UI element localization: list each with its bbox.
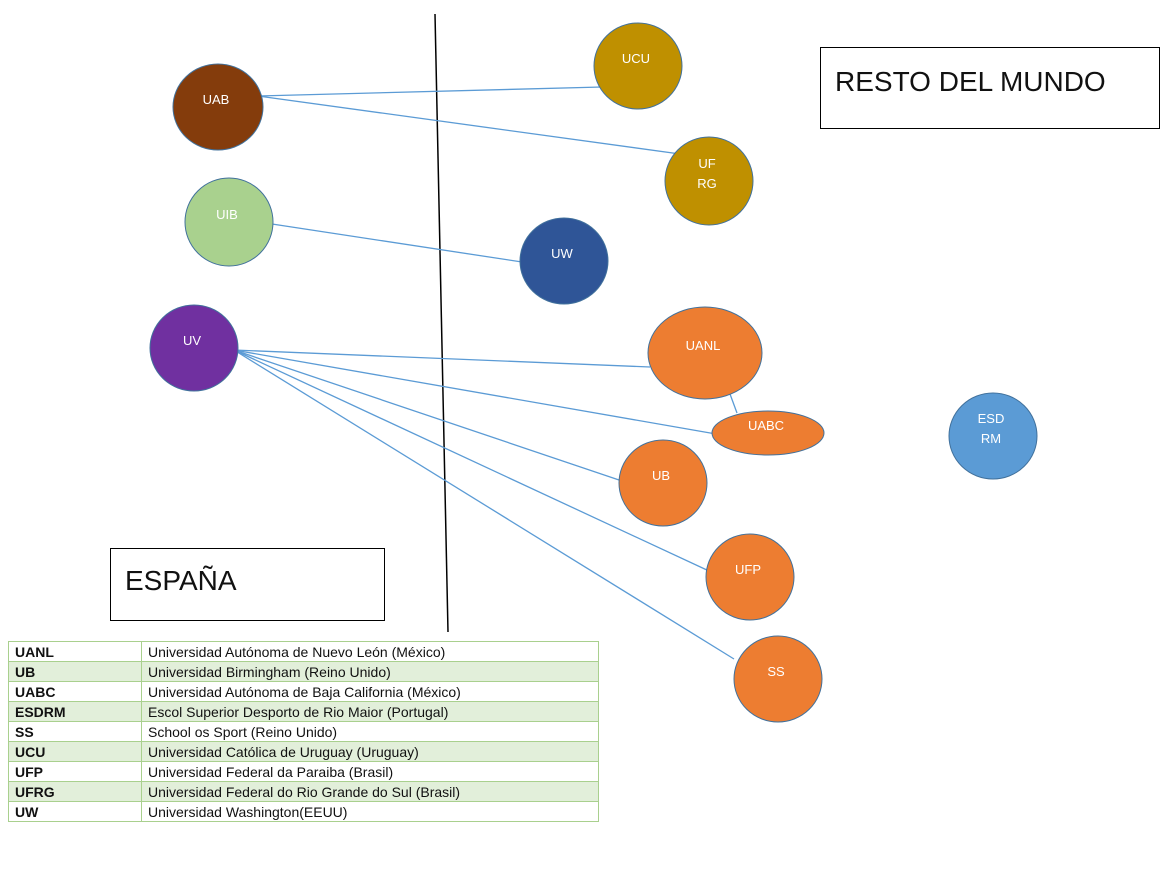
node-uv-label: UV — [183, 333, 201, 348]
node-ub: UB — [618, 439, 708, 527]
node-ub-label: UB — [652, 468, 670, 483]
node-ucu-shape — [593, 22, 683, 110]
node-uanl-shape — [647, 306, 763, 400]
node-uib-shape — [184, 177, 274, 267]
node-esdrm-label: RM — [981, 431, 1001, 446]
legend-abbr: UANL — [8, 641, 142, 662]
node-uv: UV — [149, 304, 239, 392]
node-uw: UW — [519, 217, 609, 305]
node-ss: SS — [733, 635, 823, 723]
node-ufp: UFP — [705, 533, 795, 621]
node-uib-label: UIB — [216, 207, 238, 222]
legend-abbr: ESDRM — [8, 701, 142, 722]
node-ufrg: UF RG — [664, 136, 754, 226]
node-uabc-shape — [711, 410, 825, 456]
node-uv-shape — [149, 304, 239, 392]
node-uw-label: UW — [551, 246, 573, 261]
node-ub-shape — [618, 439, 708, 527]
legend-abbr: SS — [8, 721, 142, 742]
node-ufrg-label: RG — [697, 176, 717, 191]
edge-uib-uw — [271, 223, 523, 263]
node-esdrm-shape — [948, 392, 1038, 480]
legend-abbr: UCU — [8, 741, 142, 762]
node-uib: UIB — [184, 177, 274, 267]
node-uab-shape — [172, 63, 264, 151]
legend-name: Escol Superior Desporto de Rio Maior (Po… — [141, 701, 599, 722]
legend-name: School os Sport (Reino Unido) — [141, 721, 599, 742]
legend-abbr: UB — [8, 661, 142, 682]
node-esdrm-label: ESD — [978, 411, 1005, 426]
region-label-resto-del-mundo: RESTO DEL MUNDO — [820, 47, 1160, 129]
node-ufrg-shape — [664, 136, 754, 226]
edge-uv-uanl — [233, 349, 651, 368]
nodes-layer: UAB UIB UV UCU UF RG UW UANL UABC UB UFP SS ESD RM — [149, 22, 1038, 723]
legend-abbr: UFP — [8, 761, 142, 782]
legend-name: Universidad Autónoma de Nuevo León (Méxi… — [141, 641, 599, 662]
node-uanl: UANL — [647, 306, 763, 400]
node-uab: UAB — [172, 63, 264, 151]
node-ufp-shape — [705, 533, 795, 621]
node-uabc: UABC — [711, 410, 825, 456]
node-ucu: UCU — [593, 22, 683, 110]
legend-name: Universidad Federal da Paraiba (Brasil) — [141, 761, 599, 782]
legend-name: Universidad Autónoma de Baja California … — [141, 681, 599, 702]
legend-abbr: UABC — [8, 681, 142, 702]
legend-name: Universidad Birmingham (Reino Unido) — [141, 661, 599, 682]
node-ufp-label: UFP — [735, 562, 761, 577]
edges-layer — [233, 86, 738, 660]
legend-name: Universidad Católica de Uruguay (Uruguay… — [141, 741, 599, 762]
edge-uv-uabc — [233, 349, 717, 435]
region-label-espana: ESPAÑA — [110, 548, 385, 621]
edge-uab-ucu — [257, 86, 603, 97]
node-ss-label: SS — [767, 664, 785, 679]
edge-uv-ufp — [233, 349, 710, 572]
node-uabc-label: UABC — [748, 418, 784, 433]
node-ufrg-label: UF — [698, 156, 715, 171]
node-esdrm: ESD RM — [948, 392, 1038, 480]
node-ucu-label: UCU — [622, 51, 650, 66]
node-uw-shape — [519, 217, 609, 305]
edge-uanl-uabc — [729, 393, 738, 414]
edge-uv-ss — [233, 349, 735, 660]
edge-uv-ub — [233, 349, 623, 482]
legend-name: Universidad Washington(EEUU) — [141, 801, 599, 822]
node-uab-label: UAB — [203, 92, 230, 107]
legend-name: Universidad Federal do Rio Grande do Sul… — [141, 781, 599, 802]
legend-abbr: UFRG — [8, 781, 142, 802]
divider-line — [434, 13, 449, 633]
edge-uab-ufrg — [257, 95, 681, 155]
node-uanl-label: UANL — [686, 338, 721, 353]
legend-abbr: UW — [8, 801, 142, 822]
node-ss-shape — [733, 635, 823, 723]
